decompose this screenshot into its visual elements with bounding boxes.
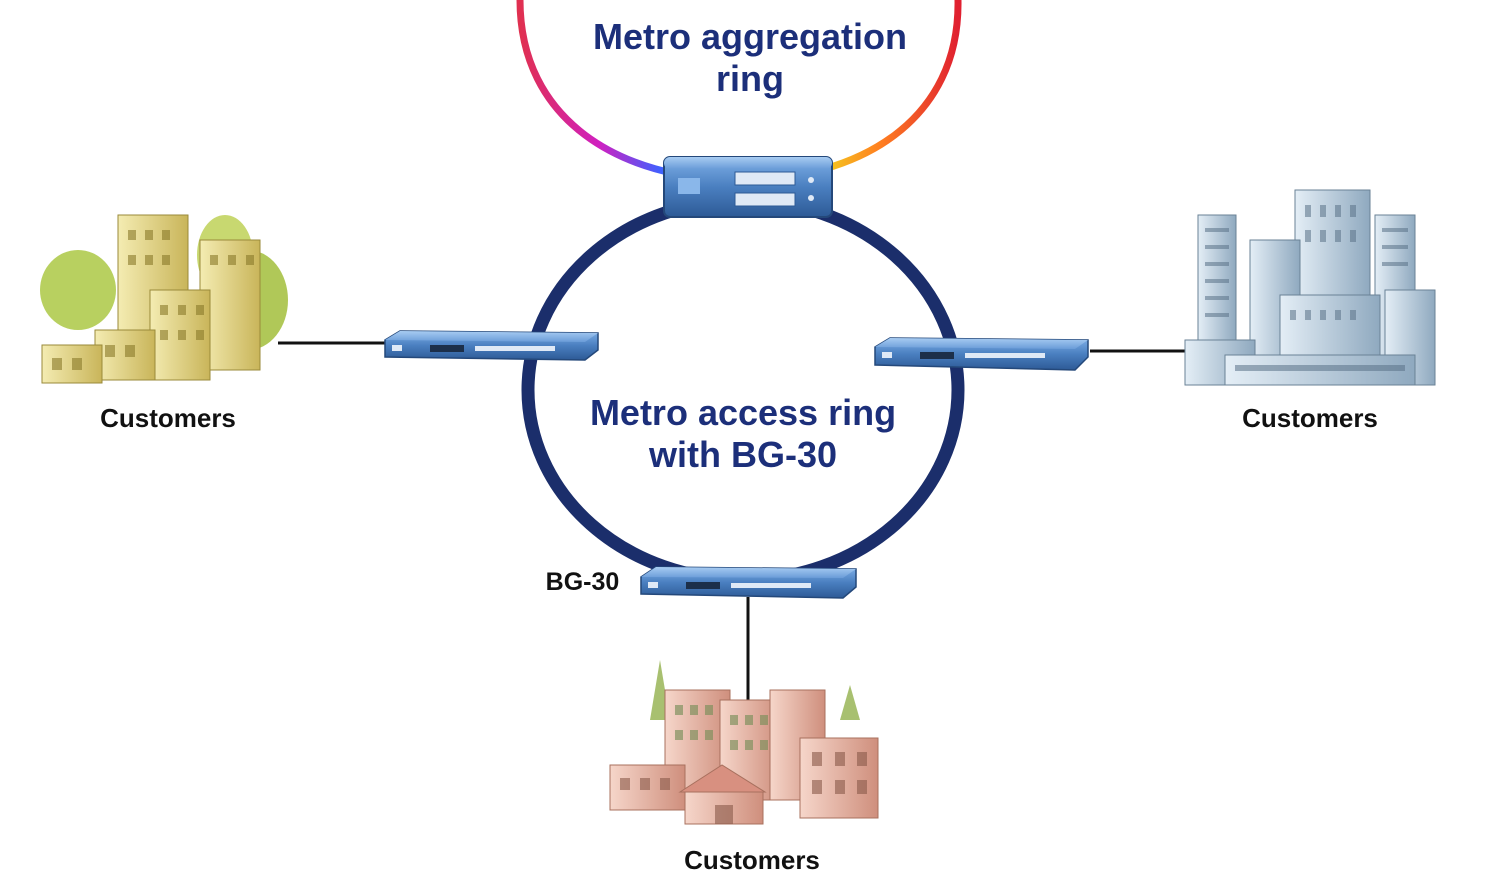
access-ring-title-line1: Metro access ring xyxy=(589,392,897,433)
bg30-right-icon xyxy=(874,337,1089,371)
bg30-left-icon xyxy=(384,330,599,361)
buildings-left-icon xyxy=(40,214,288,384)
aggregation-ring-title: Metro aggregation ring xyxy=(560,16,940,100)
aggregation-ring-title-line2: ring xyxy=(716,58,784,99)
bg30-bottom-icon xyxy=(640,566,857,599)
buildings-right-icon xyxy=(1184,189,1436,386)
customers-right-label: Customers xyxy=(1242,403,1378,433)
customers-left-label: Customers xyxy=(100,403,236,433)
bg30-device-label: BG-30 xyxy=(545,568,620,596)
aggregation-router-icon xyxy=(663,156,833,218)
buildings-bottom-icon xyxy=(609,660,879,825)
aggregation-ring-title-line1: Metro aggregation xyxy=(592,16,907,57)
access-ring xyxy=(521,193,965,587)
access-ring-title-line2: with BG-30 xyxy=(648,434,837,475)
access-ring-title: Metro access ring with BG-30 xyxy=(553,392,933,476)
customers-bottom-label: Customers xyxy=(684,845,820,875)
